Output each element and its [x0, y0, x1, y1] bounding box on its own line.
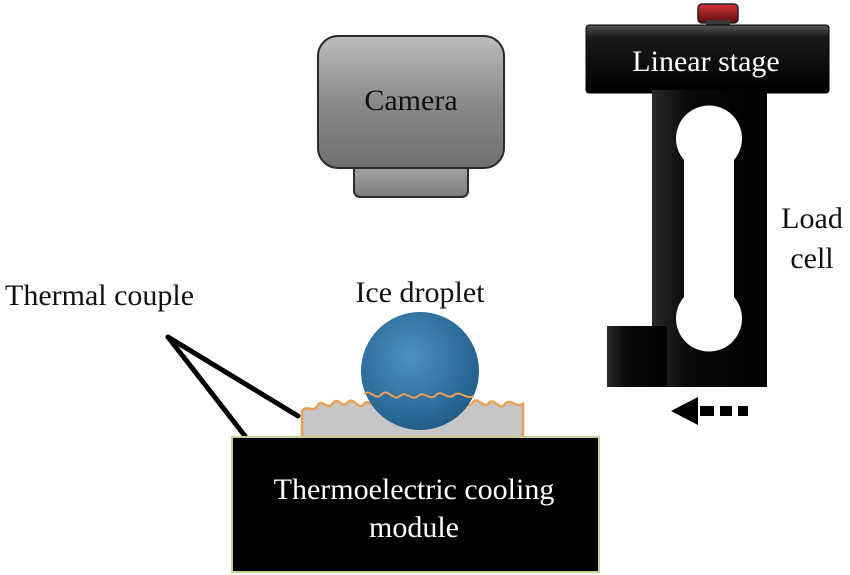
load-cell-foot [607, 326, 667, 387]
linear-stage-label: Linear stage [632, 45, 779, 78]
camera-body [317, 35, 505, 169]
ice-droplet [361, 312, 479, 430]
camera: Camera [317, 35, 505, 198]
stage-knob-stem [706, 20, 730, 28]
load-cell-label-line1: Load [781, 202, 843, 235]
camera-label: Camera [364, 84, 457, 117]
cooling-module-label-line1: Thermoelectric cooling [274, 473, 555, 506]
thermal-couple-label: Thermal couple [5, 279, 194, 312]
load-cell-cutout [676, 105, 742, 352]
dashed-left-arrow-icon [671, 397, 748, 425]
linear-stage-assembly: Linear stage [585, 3, 830, 387]
thermoelectric-cooling-module [231, 436, 600, 573]
load-cell-label-line2: cell [790, 242, 833, 275]
thermal-couple-wires [165, 334, 301, 439]
droplet-base-interface [363, 391, 475, 399]
cooling-module-label-line2: module [369, 511, 459, 544]
ice-droplet-label: Ice droplet [355, 276, 485, 309]
